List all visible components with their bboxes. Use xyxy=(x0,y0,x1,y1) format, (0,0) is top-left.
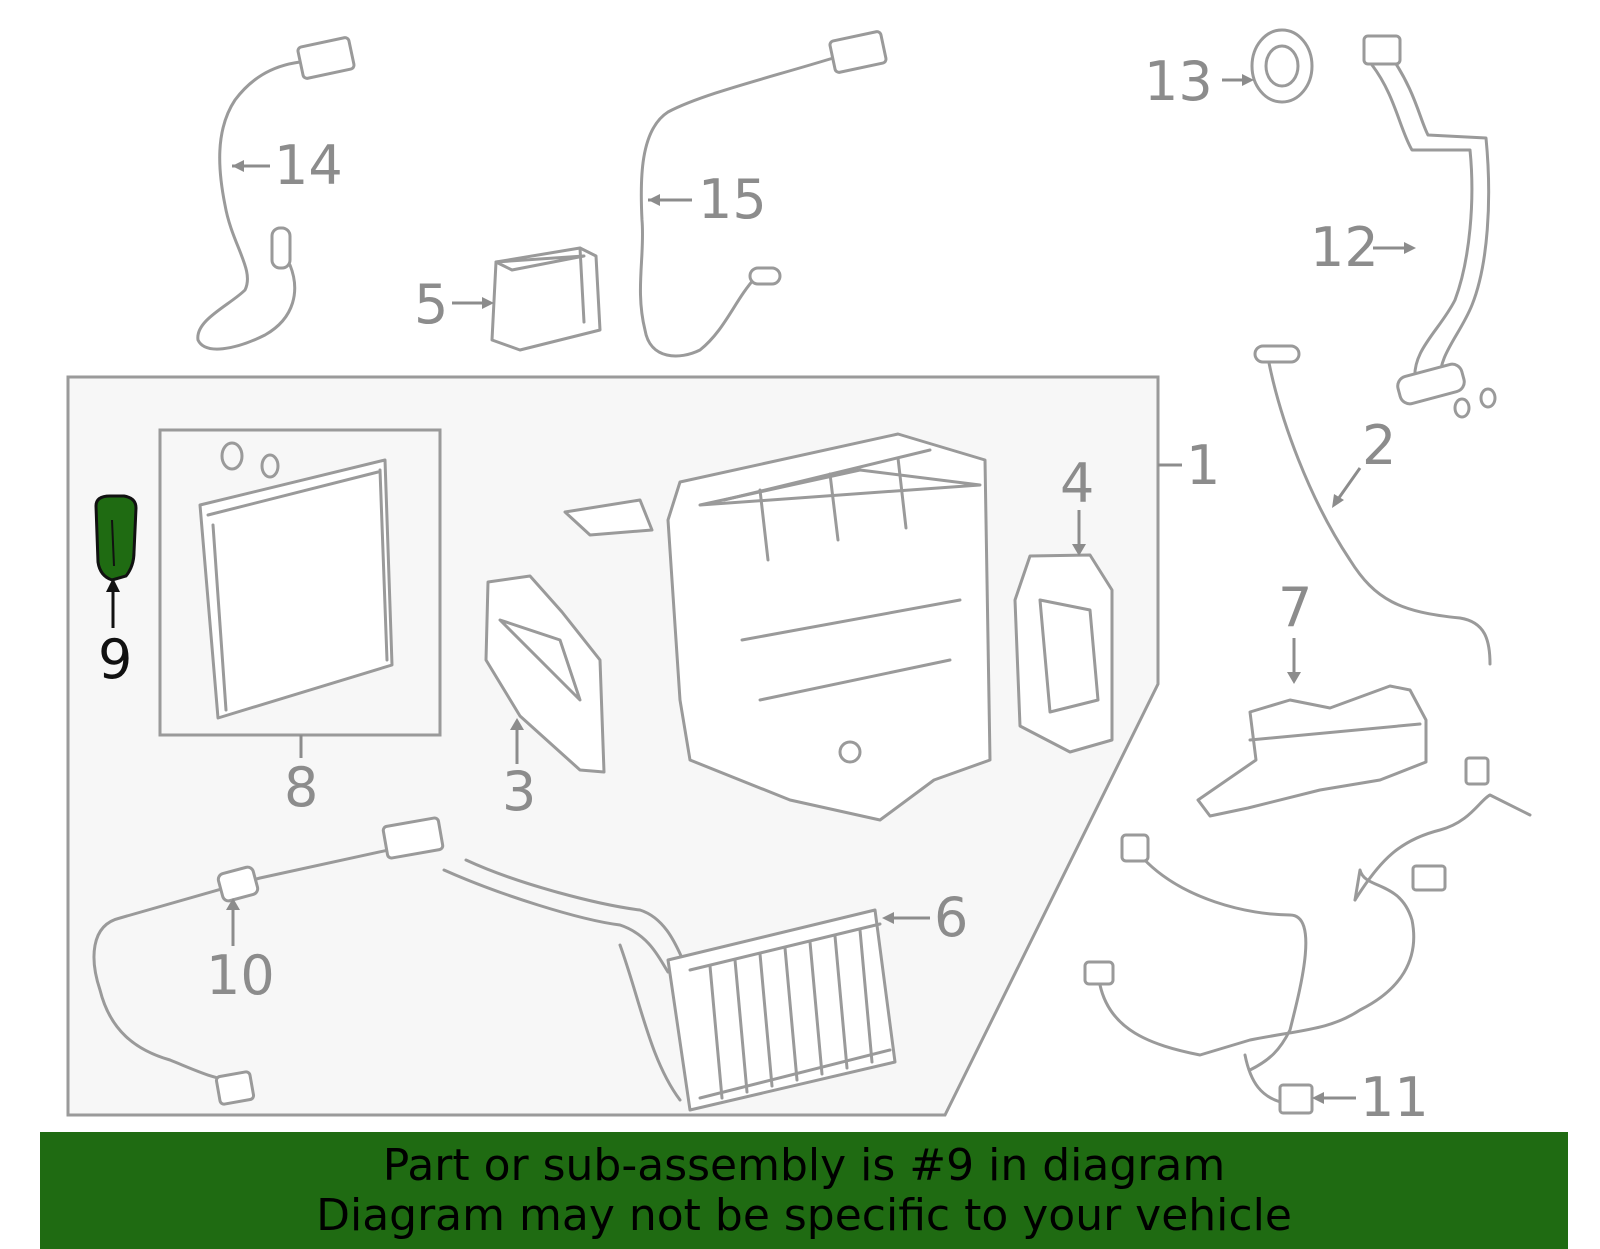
arrow-13 xyxy=(1242,74,1254,86)
callout-9: 9 xyxy=(98,628,132,691)
pipe-12 xyxy=(1362,34,1497,419)
callout-3: 3 xyxy=(502,760,536,823)
callout-8: 8 xyxy=(284,756,318,819)
sensor-wire-14 xyxy=(196,36,356,351)
callout-1: 1 xyxy=(1186,434,1220,497)
arrow-5 xyxy=(482,297,494,309)
arrow-2 xyxy=(1332,494,1344,508)
hose-2 xyxy=(1253,344,1492,666)
heater-core-6 xyxy=(442,858,897,1112)
callout-4: 4 xyxy=(1060,452,1094,515)
control-module-5 xyxy=(490,246,602,352)
hvac-housing xyxy=(563,432,992,822)
banner-line-1: Part or sub-assembly is #9 in diagram xyxy=(382,1139,1226,1191)
arrow-4 xyxy=(1072,544,1086,556)
duct-7 xyxy=(1196,684,1428,818)
callout-5: 5 xyxy=(414,273,448,336)
info-banner: Part or sub-assembly is #9 in diagram Di… xyxy=(40,1132,1568,1249)
actuator-4 xyxy=(1013,553,1114,754)
arrow-12 xyxy=(1404,242,1416,254)
callout-2: 2 xyxy=(1362,414,1396,477)
callout-13: 13 xyxy=(1144,50,1213,113)
banner-line-2: Diagram may not be specific to your vehi… xyxy=(316,1189,1292,1241)
wire-harness-11 xyxy=(1083,756,1532,1115)
leader-2 xyxy=(1334,467,1362,503)
cover-3 xyxy=(484,574,606,774)
arrow-11 xyxy=(1312,1092,1324,1104)
sensor-wire-10 xyxy=(92,816,445,1106)
arrow-10 xyxy=(226,898,240,910)
seal-13 xyxy=(1250,28,1314,104)
callout-11: 11 xyxy=(1360,1066,1429,1129)
arrow-14 xyxy=(232,160,244,172)
callout-14: 14 xyxy=(274,134,343,197)
arrow-9 xyxy=(106,578,120,592)
arrow-7 xyxy=(1287,672,1301,684)
callout-10: 10 xyxy=(206,944,275,1007)
callout-12: 12 xyxy=(1310,216,1379,279)
arrow-15 xyxy=(648,194,660,206)
arrow-6 xyxy=(882,912,894,924)
highlighted-part-9 xyxy=(94,494,138,582)
evaporator-part xyxy=(198,441,394,720)
arrow-3 xyxy=(510,718,524,730)
callout-15: 15 xyxy=(698,168,767,231)
sensor-wire-15 xyxy=(638,30,888,358)
callout-7: 7 xyxy=(1278,576,1312,639)
callout-6: 6 xyxy=(934,886,968,949)
